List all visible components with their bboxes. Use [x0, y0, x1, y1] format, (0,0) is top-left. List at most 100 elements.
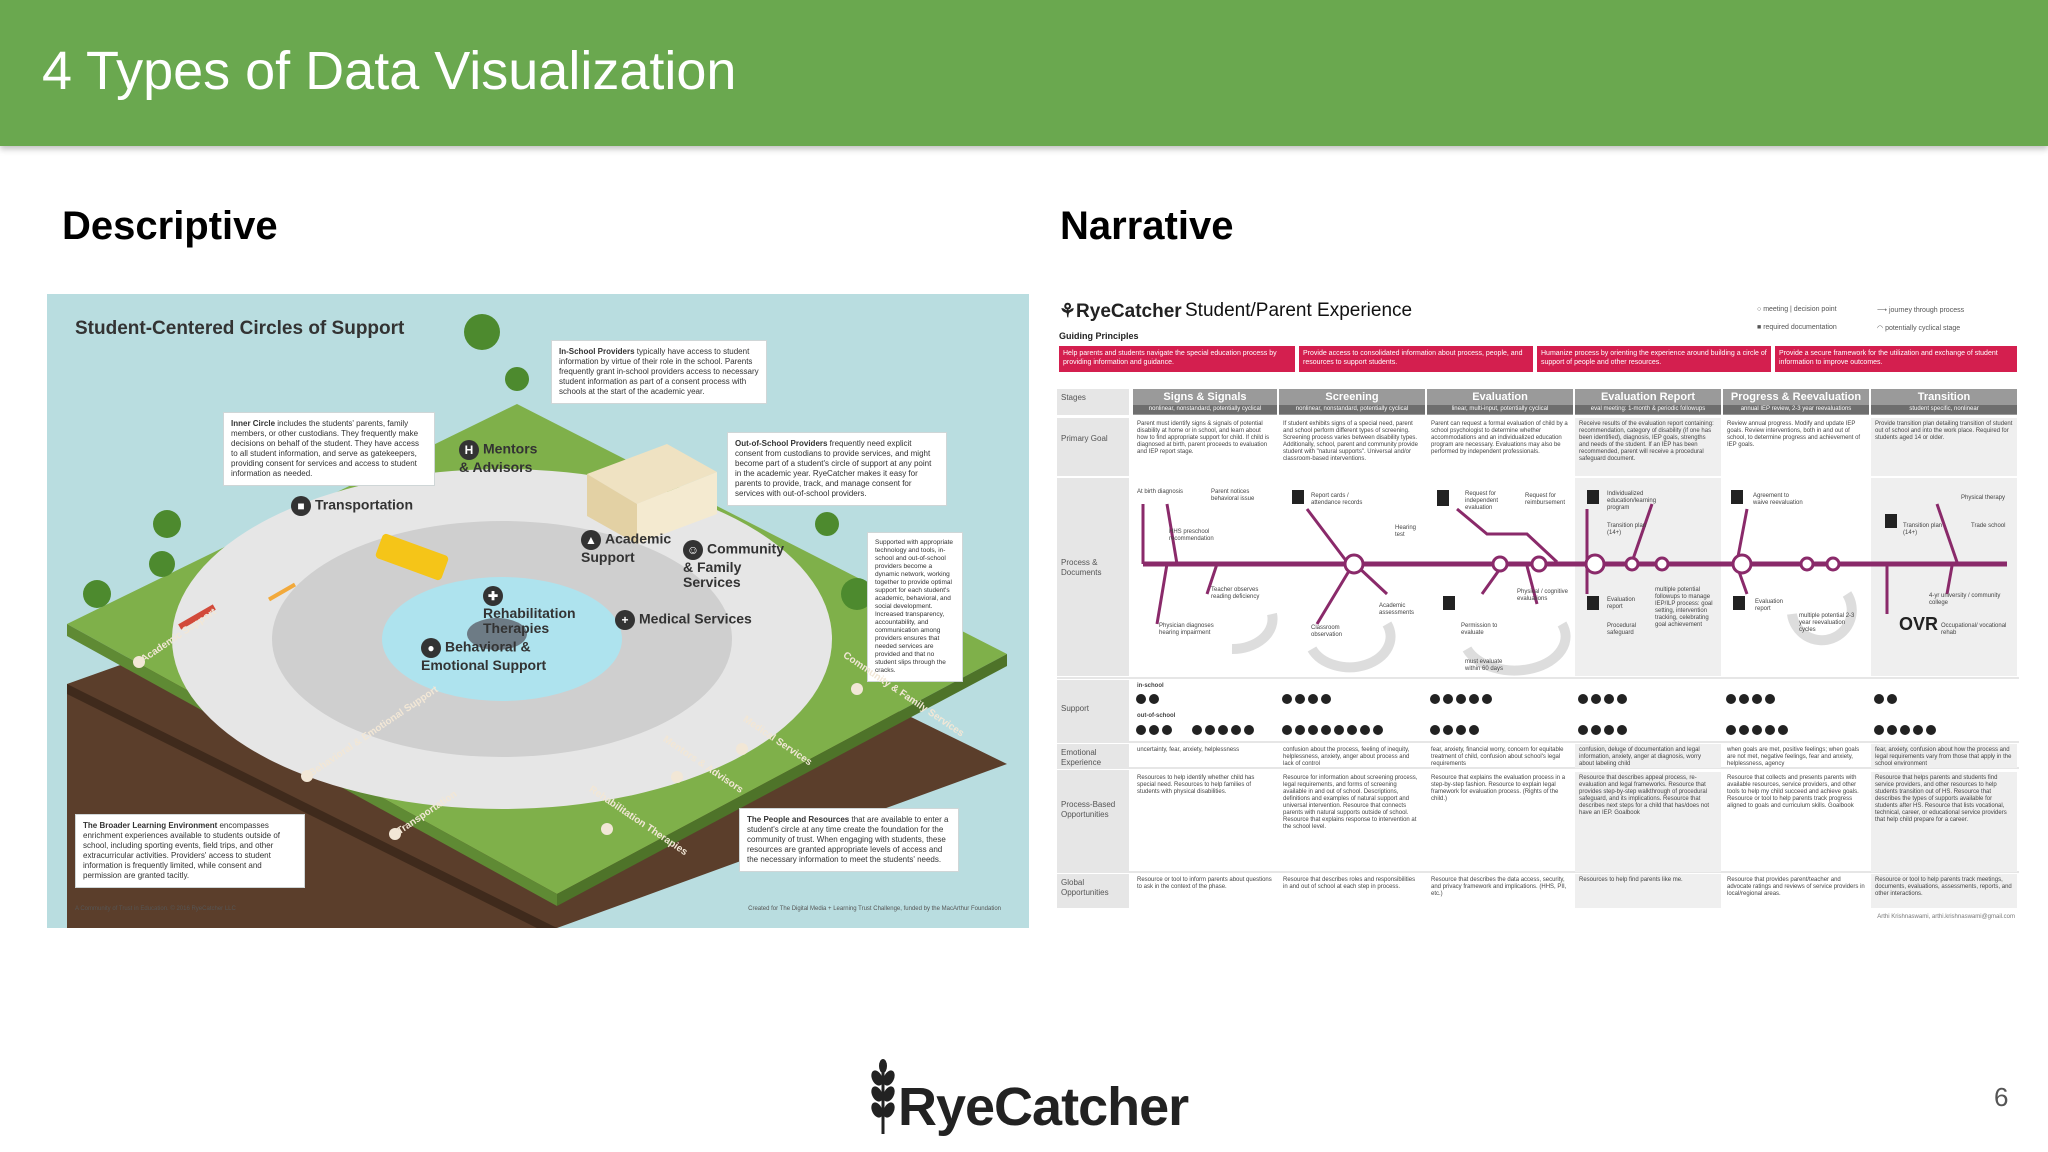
row-label-emotional: Emotional Experience: [1057, 744, 1129, 768]
callout-broader-environment: The Broader Learning Environment encompa…: [75, 814, 305, 888]
legend-cyclical: ◠ potentially cyclical stage: [1877, 325, 1961, 332]
label-rehab: ✚Rehabilitation Therapies: [483, 586, 593, 636]
process-permission: Permission to evaluate: [1461, 623, 1498, 636]
goal-eval-report: Receive results of the evaluation report…: [1575, 418, 1721, 476]
process-hearing: Hearing test: [1395, 525, 1417, 538]
wheat-icon: ⚘: [1059, 301, 1077, 322]
row-label-process-opps: Process-Based Opportunities: [1057, 770, 1129, 872]
process-reevaluation: multiple potential 2-3 year reevaluation…: [1799, 613, 1855, 633]
global-screening: Resource that describes roles and respon…: [1283, 877, 1416, 890]
graduation-cap-icon: ▲: [581, 530, 601, 550]
process-transition-plan: Transition plan (14+): [1607, 523, 1647, 536]
global-transition: Resource or tool to help parents track m…: [1871, 874, 2017, 908]
goal-signs: Parent must identify signs & signals of …: [1137, 421, 1270, 455]
legend-documentation: ■ required documentation: [1757, 324, 1837, 331]
principle-1: Help parents and students navigate the s…: [1059, 346, 1295, 372]
legend-meeting: ○ meeting | decision point: [1757, 306, 1837, 313]
footer-logo-text: RyeCatcher: [898, 1077, 1189, 1137]
process-reimbursement: Request for reimbursement: [1525, 493, 1566, 506]
row-label-goal: Primary Goal: [1057, 418, 1129, 476]
opps-screening: Resource for information about screening…: [1283, 775, 1418, 830]
process-teacher: Teacher observes reading deficiency: [1211, 587, 1260, 600]
descriptive-infographic: Student-Centered Circles of Support In-S…: [47, 294, 1029, 928]
rehab-icon: ✚: [483, 586, 503, 606]
speech-bubble-icon: ●: [421, 638, 441, 658]
process-university: 4-yr university / community college: [1929, 593, 2001, 606]
principle-2: Provide access to consolidated informati…: [1299, 346, 1533, 372]
global-eval-report: Resources to help find parents like me.: [1575, 874, 1721, 908]
opps-evaluation: Resource that explains the evaluation pr…: [1431, 775, 1566, 802]
student-center: [467, 618, 527, 650]
emotion-signs: uncertainty, fear, anxiety, helplessness: [1137, 747, 1240, 753]
journey-flow: OVR: [1057, 478, 2019, 873]
global-progress: Resource that provides parent/teacher an…: [1727, 877, 1865, 897]
header-bar: 4 Types of Data Visualization: [0, 0, 2048, 146]
label-medical: +Medical Services: [615, 610, 752, 630]
process-safeguard: Procedural safeguard: [1607, 623, 1637, 636]
process-waive: Agreement to waive reevaluation: [1753, 493, 1803, 506]
journey-brand: ⚘RyeCatcher: [1059, 301, 1182, 322]
global-evaluation: Resource that describes the data access,…: [1431, 877, 1567, 897]
emotion-progress: when goals are met, positive feelings; w…: [1727, 747, 1860, 767]
legend-journey: ⟶ journey through process: [1877, 307, 1965, 314]
emotion-transition: fear, anxiety, confusion about how the p…: [1871, 744, 2017, 768]
infographic-credit: A Community of Trust in Education. © 201…: [75, 906, 236, 912]
callout-inner-circle: Inner Circle includes the students' pare…: [223, 412, 435, 486]
support-out-school: out-of-school: [1137, 713, 1176, 719]
opps-progress: Resource that collects and presents pare…: [1727, 775, 1859, 809]
emotion-eval-report: confusion, deluge of documentation and l…: [1575, 744, 1721, 768]
process-60-days: must evaluate within 60 days: [1465, 659, 1504, 672]
guiding-principles-label: Guiding Principles: [1059, 331, 1139, 341]
global-signs: Resource or tool to inform parents about…: [1137, 877, 1272, 890]
process-at-birth: At birth diagnosis: [1137, 489, 1184, 495]
goal-transition: Provide transition plan detailing transi…: [1871, 418, 2017, 476]
section-title-descriptive: Descriptive: [62, 204, 278, 248]
callout-out-of-school: Out-of-School Providers frequently need …: [727, 432, 947, 506]
process-academic-assess: Academic assessments: [1379, 603, 1415, 616]
label-transportation: ■Transportation: [291, 496, 413, 516]
row-label-support: Support: [1057, 680, 1129, 742]
process-iep: Individualized education/learning progra…: [1607, 491, 1657, 511]
journey-author-credit: Arthi Krishnaswami, arthi.krishnaswami@g…: [1877, 914, 2015, 920]
row-label-global: Global Opportunities: [1057, 874, 1129, 908]
goal-screening: If student exhibits signs of a special n…: [1283, 421, 1418, 462]
journey-title: Student/Parent Experience: [1185, 300, 1413, 321]
callout-people-resources: The People and Resources that are availa…: [739, 808, 959, 872]
process-trade-school: Trade school: [1971, 523, 2006, 529]
label-academic: ▲Academic Support: [581, 530, 672, 565]
label-behavioral: ●Behavioral & Emotional Support: [421, 638, 547, 673]
process-eval-report: Evaluation report: [1607, 597, 1636, 610]
infographic-title: Student-Centered Circles of Support: [75, 318, 405, 339]
process-followups: multiple potential followups to manage I…: [1655, 587, 1713, 628]
school-building: [587, 444, 717, 544]
process-hhs: HHS preschool recommendation: [1169, 529, 1214, 542]
process-classroom: Classroom observation: [1311, 625, 1343, 638]
process-parent-notices: Parent notices behavioral issue: [1211, 489, 1255, 502]
narrative-journey-map: ⚘RyeCatcher Student/Parent Experience Gu…: [1057, 294, 2019, 922]
opps-signs: Resources to help identify whether child…: [1137, 775, 1255, 795]
row-label-process: Process & Documents: [1057, 478, 1129, 676]
process-physical-cognitive: Physical / cognitive evaluations: [1517, 589, 1569, 602]
label-community: ☺Community & Family Services: [683, 540, 784, 590]
opps-eval-report: Resource that describes appeal process, …: [1575, 772, 1721, 872]
school-bus: [375, 533, 449, 581]
principle-4: Provide a secure framework for the utili…: [1775, 346, 2017, 372]
callout-in-school: In-School Providers typically have acces…: [551, 340, 767, 404]
process-request-eval: Request for independent evaluation: [1465, 491, 1499, 511]
emotion-screening: confusion about the process, feeling of …: [1283, 747, 1410, 767]
process-vocational: Occupational/ vocational rehab: [1941, 623, 2007, 636]
svg-text:OVR: OVR: [1899, 614, 1938, 634]
support-in-school: in-school: [1137, 683, 1164, 689]
principle-3: Humanize process by orienting the experi…: [1537, 346, 1771, 372]
row-label-stages: Stages: [1057, 389, 1129, 415]
goal-evaluation: Parent can request a formal evaluation o…: [1431, 421, 1568, 455]
mentors-icon: H: [459, 440, 479, 460]
section-title-narrative: Narrative: [1060, 204, 1234, 248]
medical-cross-icon: +: [615, 610, 635, 630]
